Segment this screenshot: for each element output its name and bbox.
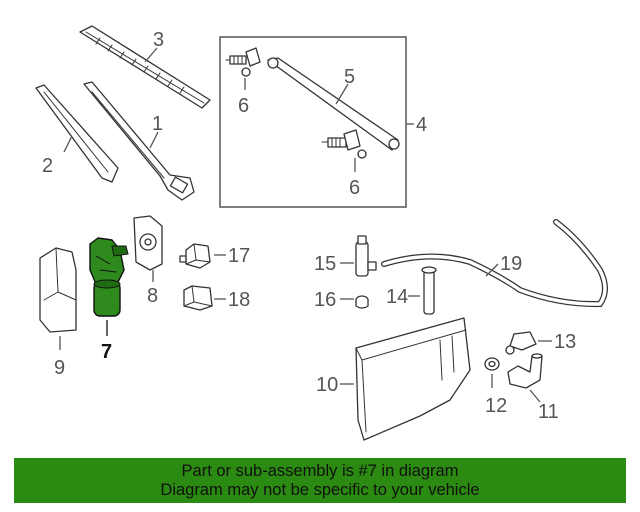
callout-12: 12 bbox=[485, 395, 507, 417]
callout-5: 5 bbox=[344, 66, 355, 88]
part-15-washer-pump bbox=[355, 235, 377, 277]
callout-6a: 6 bbox=[238, 95, 249, 117]
callout-13: 13 bbox=[554, 331, 576, 353]
parts-diagram: 3 2 1 4 5 6 6 bbox=[35, 25, 608, 441]
part-10-washer-reservoir bbox=[355, 317, 471, 441]
part-12-grommet bbox=[484, 357, 500, 371]
part-13-bracket bbox=[505, 331, 537, 355]
part-14-level-sensor bbox=[421, 266, 437, 315]
part-1-wiper-arm bbox=[83, 81, 195, 201]
callout-10: 10 bbox=[316, 374, 338, 396]
info-banner: Part or sub-assembly is #7 in diagram Di… bbox=[14, 458, 626, 503]
callout-16: 16 bbox=[314, 289, 336, 311]
banner-line-2: Diagram may not be specific to your vehi… bbox=[160, 481, 480, 499]
part-18-relay bbox=[183, 285, 213, 311]
callout-11: 11 bbox=[538, 401, 559, 423]
callout-9: 9 bbox=[54, 357, 65, 379]
callout-19: 19 bbox=[500, 253, 522, 275]
part-16-grommet bbox=[355, 295, 369, 309]
part-19-washer-hose bbox=[381, 219, 608, 308]
part-8-mounting-plate bbox=[133, 215, 163, 271]
callout-17: 17 bbox=[228, 245, 250, 267]
part-9-motor-cover bbox=[39, 247, 77, 333]
banner-line-1: Part or sub-assembly is #7 in diagram bbox=[181, 462, 459, 480]
callout-2: 2 bbox=[42, 155, 53, 177]
callout-3: 3 bbox=[153, 29, 164, 51]
callout-18: 18 bbox=[228, 289, 250, 311]
callout-6b: 6 bbox=[349, 177, 360, 199]
part-5-linkage-rod bbox=[267, 57, 400, 151]
callout-15: 15 bbox=[314, 253, 336, 275]
callout-8: 8 bbox=[147, 285, 158, 307]
part-17-relay bbox=[179, 243, 211, 269]
part-3-wiper-blade bbox=[79, 25, 211, 109]
callout-14: 14 bbox=[386, 286, 408, 308]
part-11-elbow-connector bbox=[507, 353, 543, 389]
part-7-wiper-motor bbox=[89, 237, 129, 317]
callout-4: 4 bbox=[416, 114, 427, 136]
linkage-group-box bbox=[219, 36, 407, 208]
part-6-pivot-upper bbox=[225, 47, 261, 77]
callout-1: 1 bbox=[152, 113, 163, 135]
part-6-pivot-lower bbox=[321, 129, 367, 159]
part-2-arm-cover bbox=[35, 84, 119, 183]
callout-7: 7 bbox=[101, 341, 112, 363]
